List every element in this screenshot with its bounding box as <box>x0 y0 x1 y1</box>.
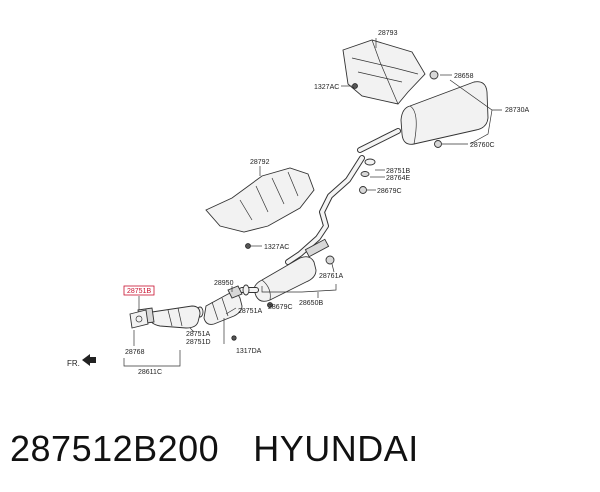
brand-name: HYUNDAI <box>253 428 419 469</box>
leader-28751a-low <box>189 327 195 333</box>
hanger-28679c-mid[interactable] <box>267 302 273 308</box>
gasket-28751b-right[interactable] <box>364 158 376 166</box>
label-28679c-mid: 28679C <box>268 304 293 311</box>
label-28751d: 28751D <box>186 339 211 346</box>
nut-1327ac-mid[interactable] <box>245 243 251 249</box>
label-28751a-mid: 28751A <box>238 308 262 315</box>
center-pipe[interactable] <box>239 155 365 302</box>
leader-28730a-b <box>469 109 493 145</box>
label-28751b-highlight: 28751B <box>127 288 151 295</box>
gasket-28751a-mid[interactable] <box>242 284 250 296</box>
front-arrow-icon <box>82 354 96 366</box>
label-1327ac-top: 1327AC <box>314 84 339 91</box>
label-front: FR. <box>67 359 80 368</box>
label-28764e: 28764E <box>386 175 410 182</box>
leader-28751a-mid <box>225 307 237 315</box>
label-28760c: 28760C <box>470 142 495 149</box>
hanger-28761a[interactable] <box>325 255 335 265</box>
caption: 287512B200 HYUNDAI <box>10 428 590 478</box>
label-28658: 28658 <box>454 73 474 80</box>
rear-muffler[interactable] <box>357 81 489 153</box>
hanger-28658[interactable] <box>429 70 439 80</box>
label-28679c-top: 28679C <box>377 188 402 195</box>
label-28751a-low: 28751A <box>186 331 210 338</box>
leader-28761a <box>331 263 335 273</box>
label-28650b: 28650B <box>299 300 323 307</box>
label-28792: 28792 <box>250 159 270 166</box>
part-number: 287512B200 <box>10 428 220 469</box>
leader-28611c <box>123 350 181 367</box>
gasket-28751b-highlight[interactable] <box>129 309 149 329</box>
label-1317da: 1317DA <box>236 348 262 355</box>
label-28768: 28768 <box>125 349 145 356</box>
bolt-1317da[interactable] <box>231 335 237 341</box>
heat-shield-front[interactable] <box>205 167 315 233</box>
nut-1327ac-top[interactable] <box>352 83 358 89</box>
label-28793: 28793 <box>378 30 398 37</box>
label-28730a: 28730A <box>505 107 529 114</box>
front-pipe[interactable] <box>137 305 201 329</box>
heat-shield-rear[interactable] <box>342 39 426 105</box>
label-28761a: 28761A <box>319 273 343 280</box>
label-28950: 28950 <box>214 280 234 287</box>
catalytic-converter[interactable] <box>203 285 243 325</box>
exhaust-parts-diagram: 28793 1327AC 28658 28730A 28760C 28751B … <box>67 30 529 376</box>
hanger-28679c-top[interactable] <box>359 186 367 194</box>
leader-28650b <box>261 284 337 293</box>
spring-28764e[interactable] <box>360 171 370 177</box>
label-28751b-right: 28751B <box>386 168 410 175</box>
label-28611c: 28611C <box>138 369 162 376</box>
highlight-box <box>123 285 155 296</box>
label-1327ac-mid: 1327AC <box>264 244 289 251</box>
hanger-28760c[interactable] <box>434 140 442 148</box>
